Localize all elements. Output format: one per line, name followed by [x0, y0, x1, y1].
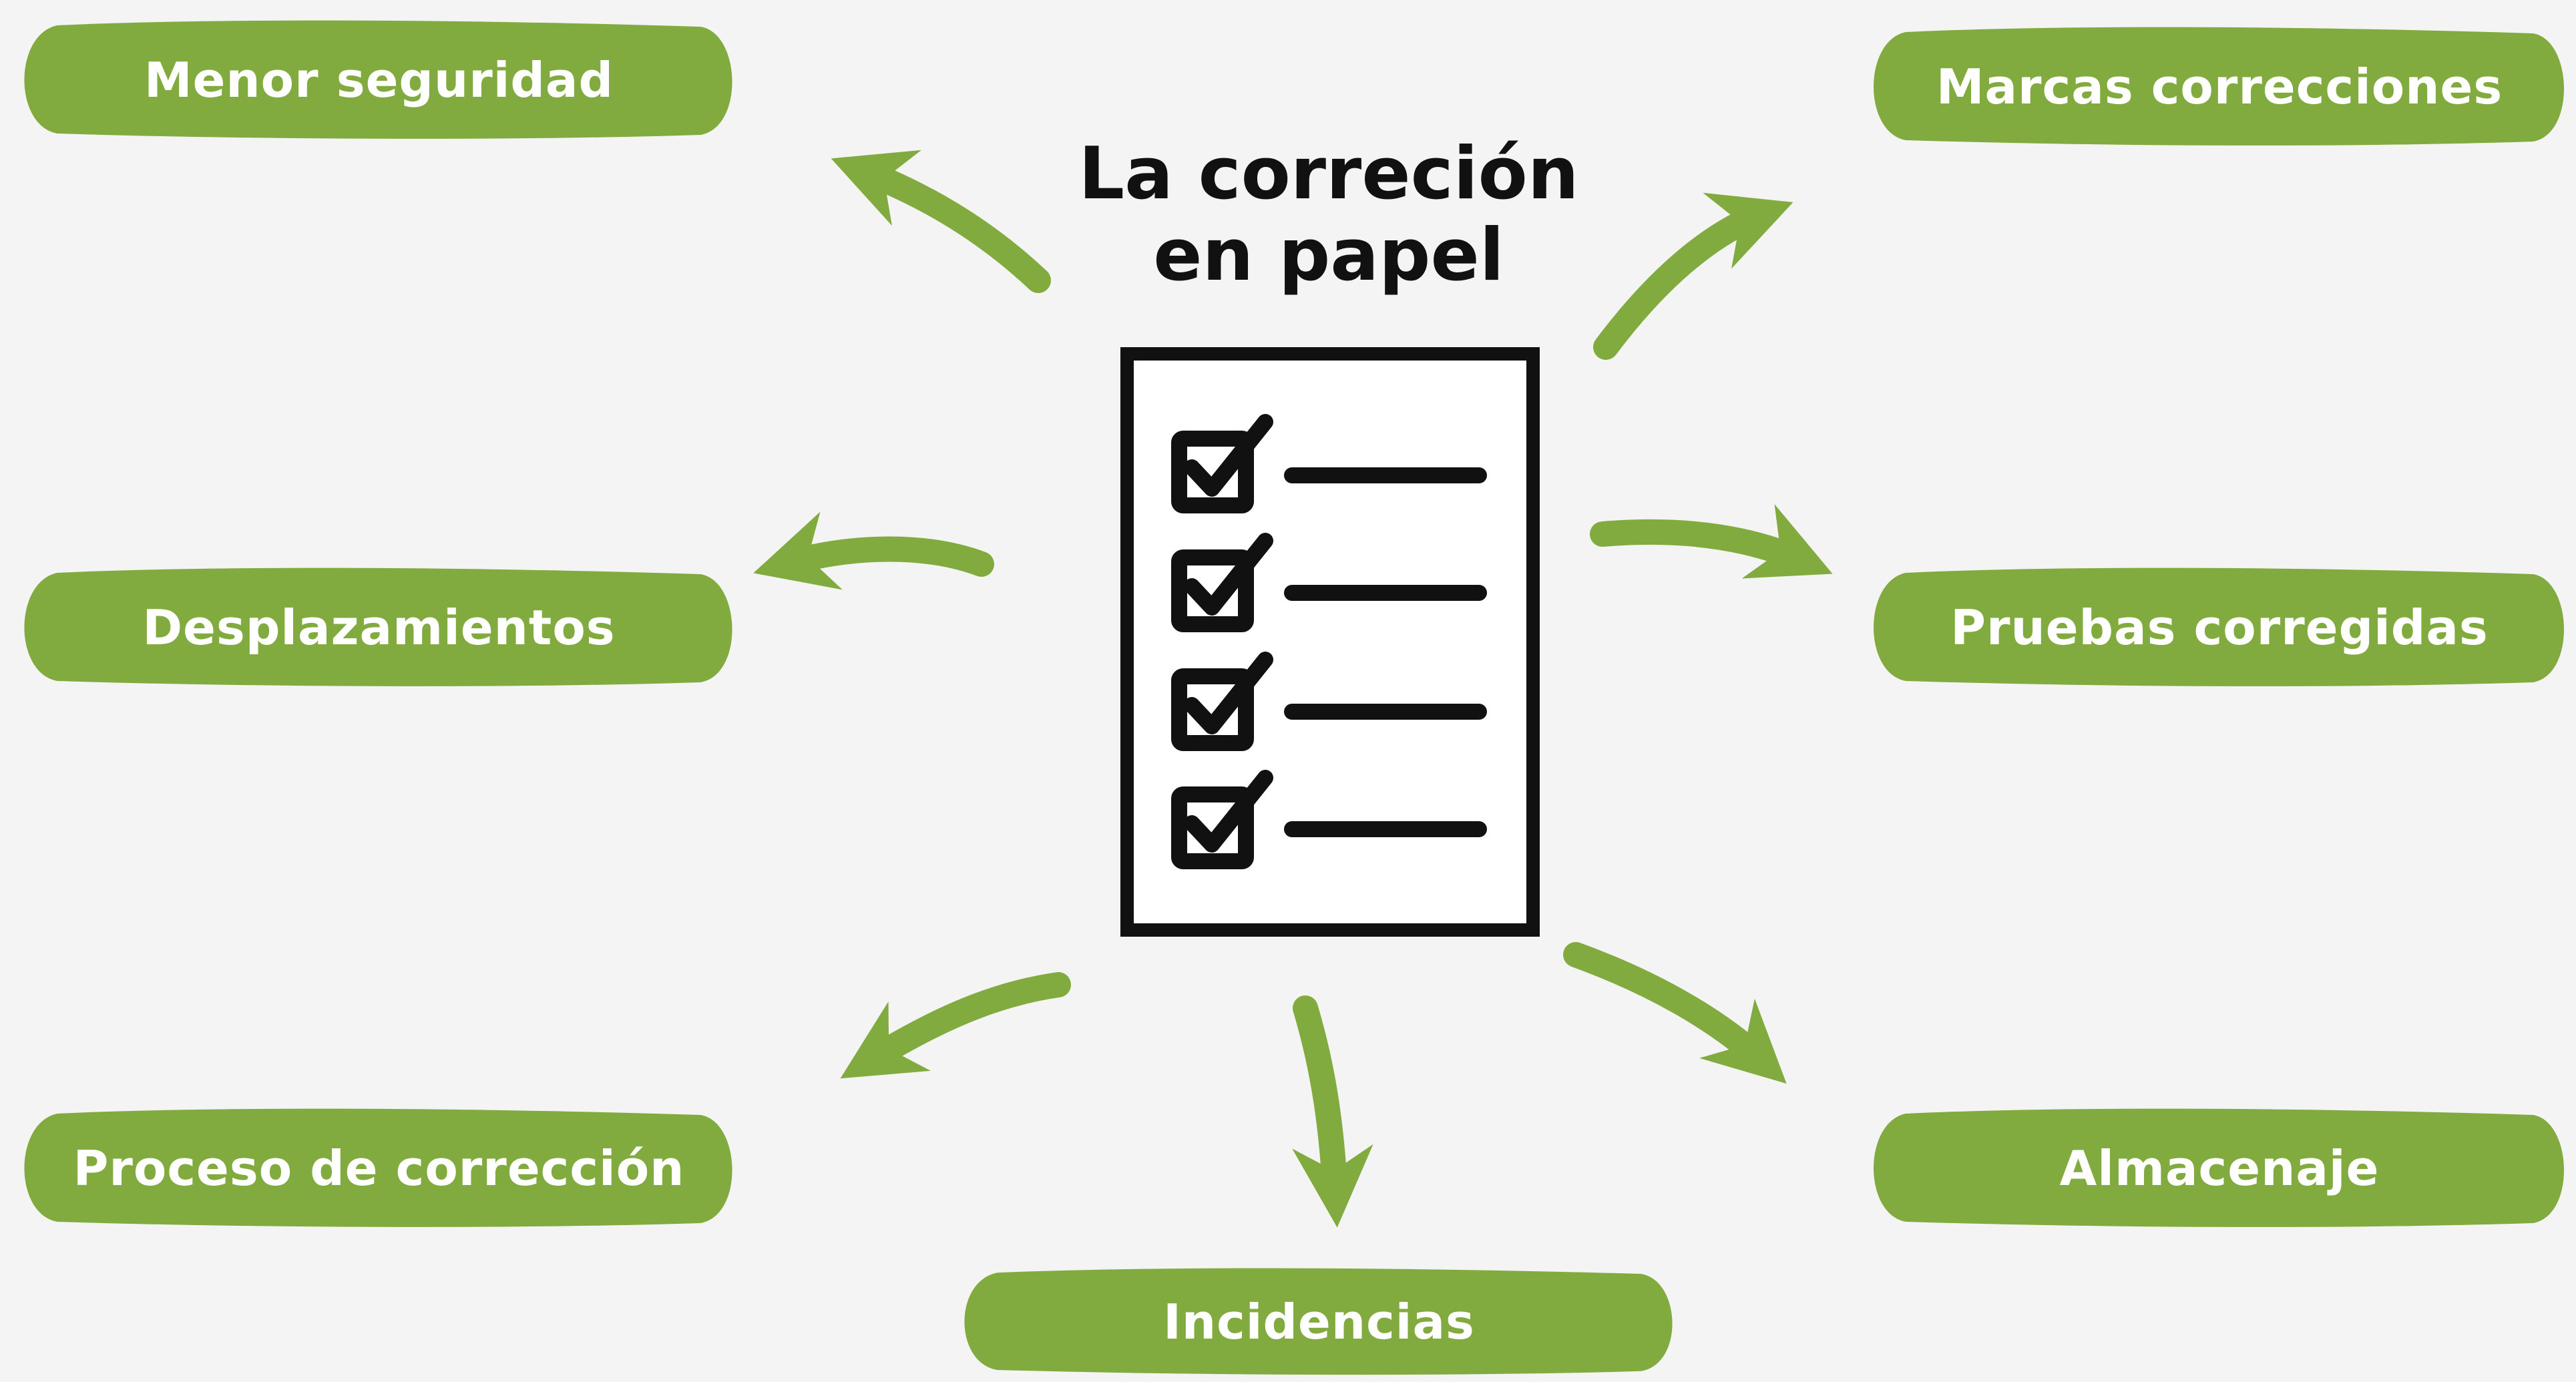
brush-pill-shape: [964, 1268, 1673, 1375]
brush-pill-shape: [1874, 1108, 2564, 1227]
node-menor-seguridad: Menor seguridad: [13, 13, 744, 147]
arrow-to-incidencias: [1292, 995, 1373, 1228]
title-line-1: La correción: [1078, 132, 1579, 216]
brush-pill-shape: [24, 20, 732, 139]
node-label: Proceso de corrección: [73, 1140, 685, 1196]
node-pruebas-corregidas: Pruebas corregidas: [1863, 561, 2576, 694]
node-desplazamientos: Desplazamientos: [13, 561, 744, 694]
checkbox-row-4: [1171, 770, 1487, 869]
checkbox-row-2: [1171, 533, 1487, 632]
diagram-title: La correción en papel: [1035, 134, 1623, 296]
node-proceso-correccion: Proceso de corrección: [13, 1102, 744, 1235]
arrow-to-menor-seguridad: [831, 150, 1051, 293]
arrow-to-almacenaje: [1563, 942, 1787, 1084]
node-label: Marcas correcciones: [1936, 59, 2503, 115]
checkbox-row-1: [1171, 414, 1487, 513]
checkbox-row-3: [1171, 652, 1487, 751]
node-incidencias: Incidencias: [953, 1262, 1685, 1382]
node-label: Desplazamientos: [142, 600, 616, 656]
node-label: Pruebas corregidas: [1950, 600, 2489, 656]
brush-pill-shape: [1874, 27, 2564, 146]
brush-pill-shape: [24, 1108, 732, 1227]
node-almacenaje: Almacenaje: [1863, 1102, 2576, 1235]
arrow-to-proceso-correccion: [840, 972, 1071, 1079]
arrow-to-pruebas-corregidas: [1590, 504, 1833, 579]
arrow-to-desplazamientos: [753, 511, 994, 590]
node-label: Almacenaje: [2059, 1140, 2380, 1196]
node-label: Menor seguridad: [144, 52, 614, 108]
node-marcas-correcciones: Marcas correcciones: [1863, 20, 2576, 154]
title-line-2: en papel: [1153, 214, 1504, 297]
arrow-to-marcas-correcciones: [1593, 192, 1793, 360]
node-label: Incidencias: [1163, 1294, 1475, 1350]
brush-pill-shape: [1874, 567, 2564, 686]
brush-pill-shape: [24, 567, 732, 686]
checklist-icon: [1120, 347, 1540, 937]
